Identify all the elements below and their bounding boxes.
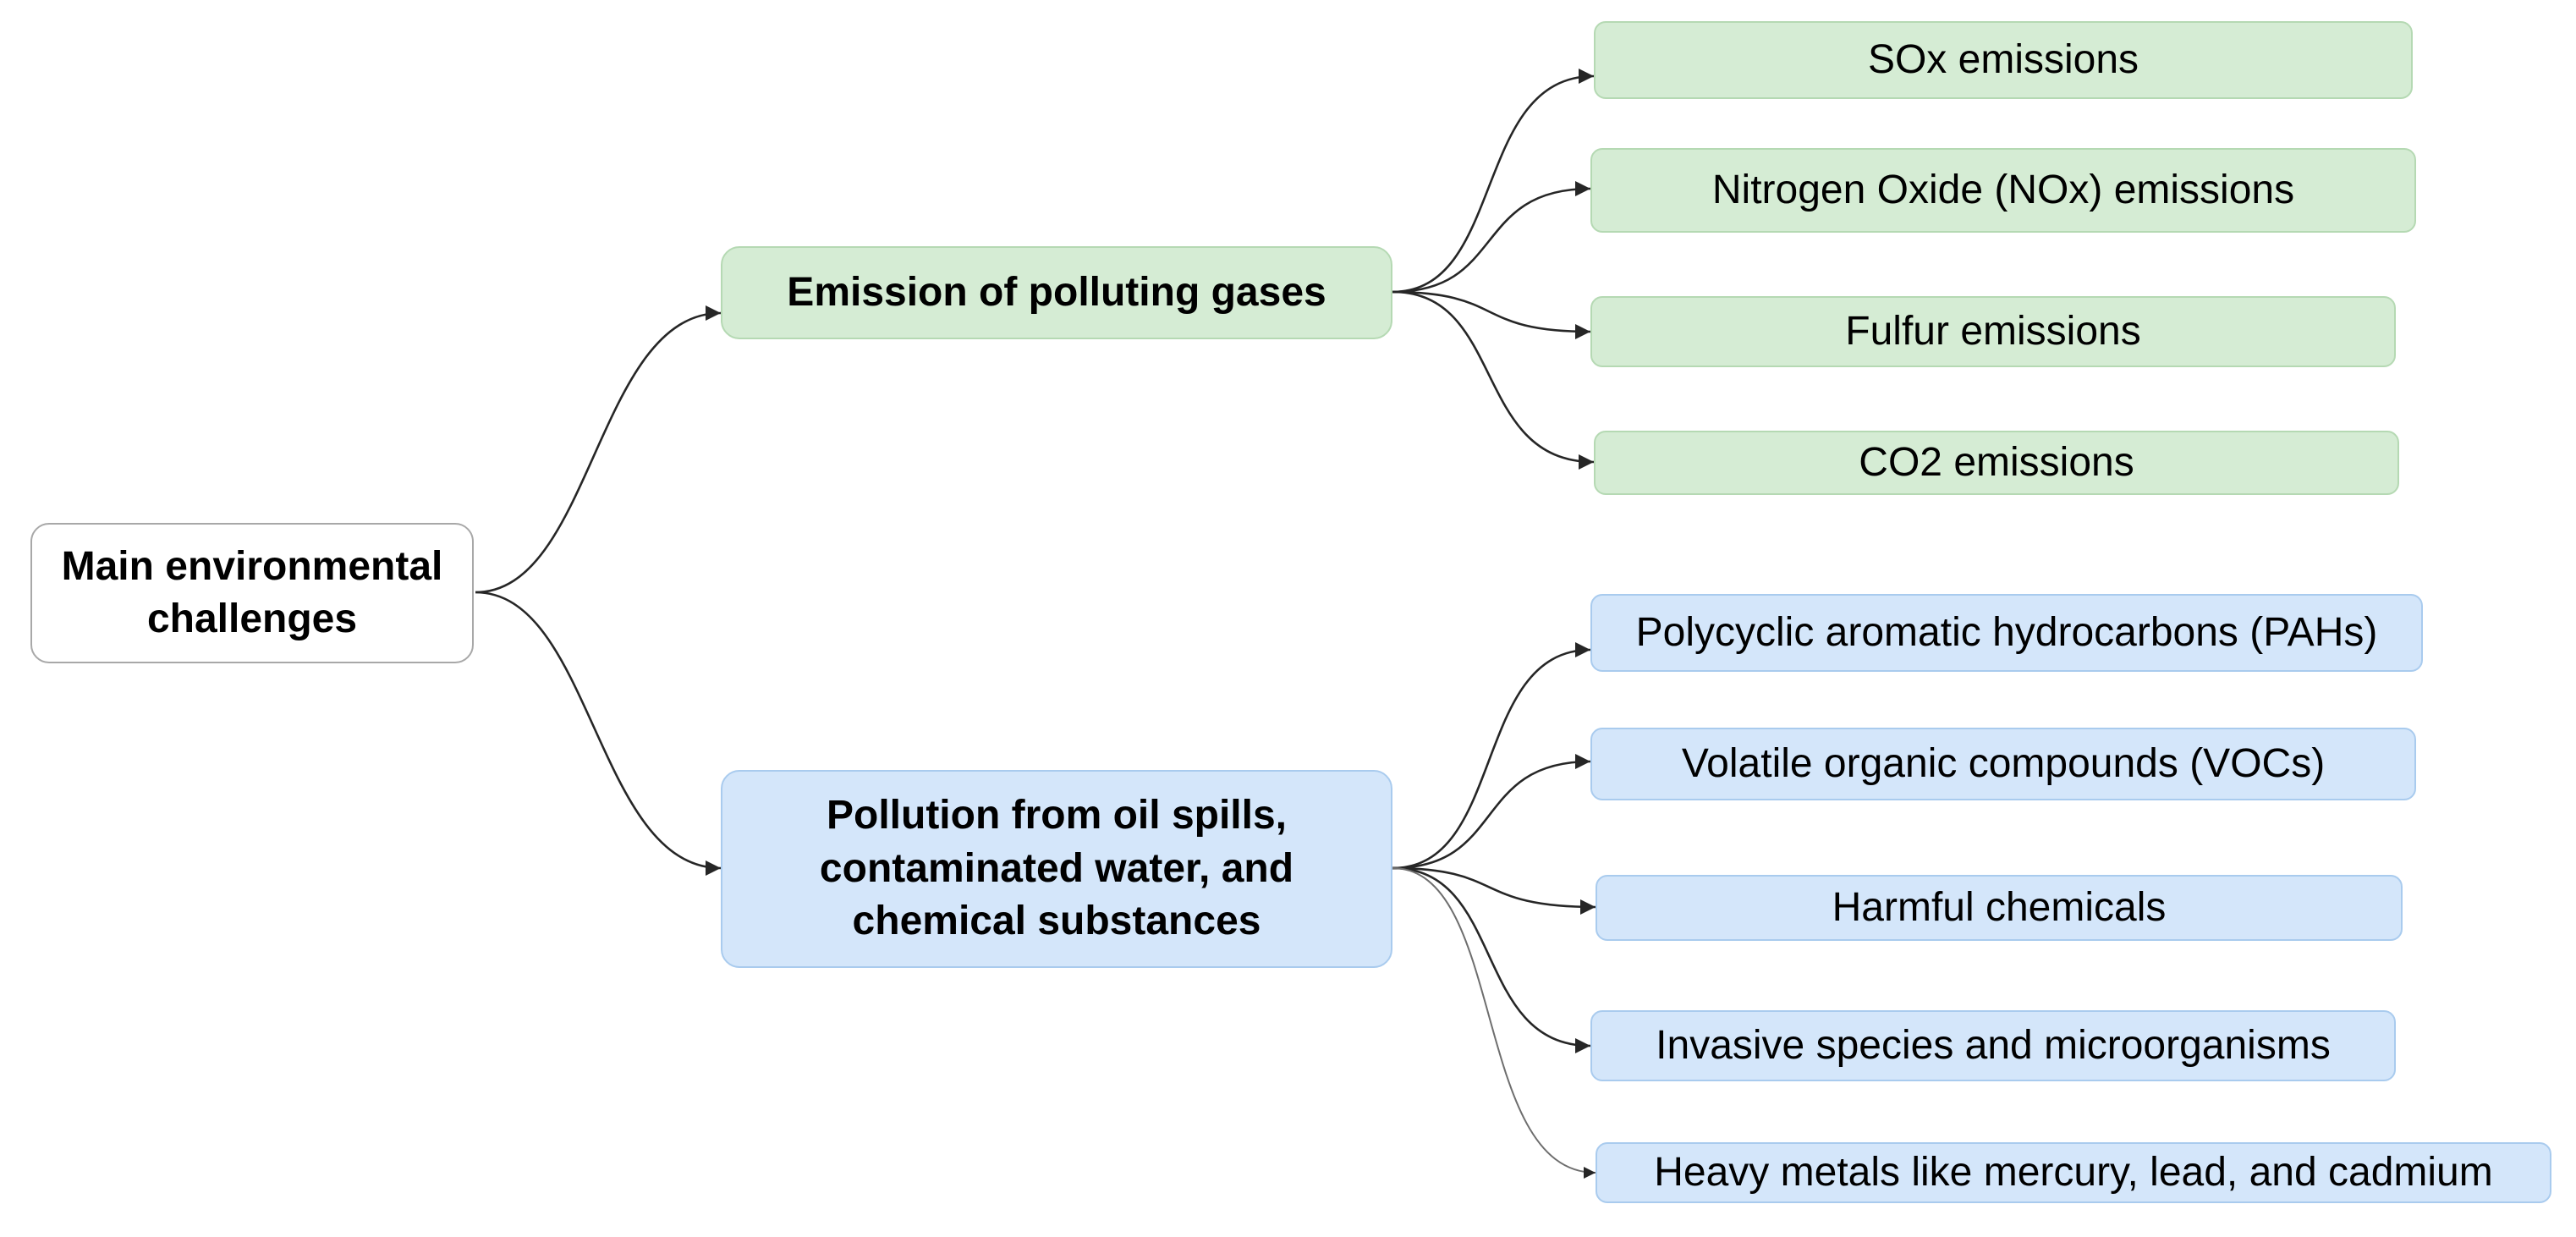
- leaf-label: Harmful chemicals: [1832, 884, 2167, 930]
- leaf-node-nox: Nitrogen Oxide (NOx) emissions: [1590, 148, 2416, 233]
- leaf-node-sox: SOx emissions: [1594, 21, 2413, 99]
- leaf-label: Nitrogen Oxide (NOx) emissions: [1711, 167, 2295, 212]
- leaf-node-invasive: Invasive species and microorganisms: [1590, 1010, 2396, 1081]
- leaf-label: SOx emissions: [1867, 36, 2139, 82]
- connector-pollution-to-pahs: [1392, 641, 1591, 870]
- connector-pollution-to-metals: [1392, 867, 1596, 1179]
- branch-label: Pollution from oil spills, contaminated …: [819, 793, 1294, 944]
- leaf-label: Polycyclic aromatic hydrocarbons (PAHs): [1635, 609, 2378, 655]
- connector-pollution-to-vocs: [1392, 753, 1591, 870]
- leaf-node-vocs: Volatile organic compounds (VOCs): [1590, 728, 2416, 800]
- connector-emission-to-nox: [1392, 180, 1591, 294]
- leaf-label: CO2 emissions: [1859, 439, 2134, 485]
- connector-pollution-to-invasive: [1392, 866, 1591, 1054]
- leaf-node-fulfur: Fulfur emissions: [1590, 296, 2396, 367]
- leaf-node-pahs: Polycyclic aromatic hydrocarbons (PAHs): [1590, 594, 2423, 672]
- branch-node-pollution: Pollution from oil spills, contaminated …: [721, 770, 1392, 968]
- leaf-node-chemicals: Harmful chemicals: [1596, 875, 2403, 941]
- branch-label: Emission of polluting gases: [787, 269, 1326, 315]
- leaf-label: Invasive species and microorganisms: [1656, 1022, 2331, 1068]
- leaf-node-co2: CO2 emissions: [1594, 431, 2399, 495]
- leaf-label: Volatile organic compounds (VOCs): [1681, 740, 2326, 786]
- root-node: Main environmental challenges: [30, 523, 474, 663]
- connector-emission-to-co2: [1392, 290, 1595, 470]
- root-label: Main environmental challenges: [61, 543, 443, 641]
- leaf-label: Heavy metals like mercury, lead, and cad…: [1654, 1149, 2493, 1195]
- leaf-node-metals: Heavy metals like mercury, lead, and cad…: [1596, 1142, 2551, 1203]
- branch-node-emission: Emission of polluting gases: [721, 246, 1392, 339]
- connector-emission-to-fulfur: [1392, 290, 1591, 340]
- connector-pollution-to-chemicals: [1392, 866, 1596, 915]
- leaf-label: Fulfur emissions: [1845, 308, 2141, 354]
- connector-root-to-emission: [475, 305, 722, 594]
- connector-root-to-pollution: [475, 591, 722, 877]
- connector-emission-to-sox: [1392, 68, 1595, 294]
